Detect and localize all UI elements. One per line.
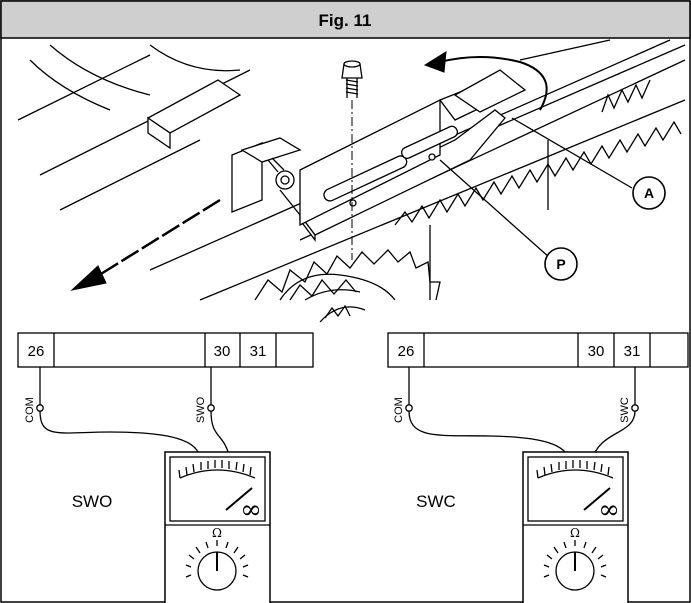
terminal-26: 26 xyxy=(398,343,415,360)
terminal-30: 30 xyxy=(588,343,605,360)
terminal-31: 31 xyxy=(250,343,267,360)
terminal-31: 31 xyxy=(624,343,641,360)
callout-p-label: P xyxy=(556,256,565,272)
wire-label-com: COM xyxy=(24,397,36,423)
ohm-symbol-swc: Ω xyxy=(570,526,580,540)
terminal-26: 26 xyxy=(28,343,45,360)
wire-label-swc: SWC xyxy=(619,397,631,423)
mechanical-drawing xyxy=(17,39,686,323)
wire-label-swo: SWO xyxy=(195,396,207,423)
ohm-symbol-swo: Ω xyxy=(212,526,222,540)
callout-a-circle xyxy=(632,176,666,210)
figure-title: Fig. 11 xyxy=(319,11,372,30)
figure-header xyxy=(0,0,691,39)
infinity-symbol-swc: ∞ xyxy=(598,495,620,525)
terminal-block-swc xyxy=(387,332,689,368)
circuit-swc: 26 30 31 COM SWC ∞ Ω xyxy=(387,332,689,603)
meter-label-swc: SWC xyxy=(416,492,456,511)
terminal-30: 30 xyxy=(214,343,231,360)
callout-a-label: A xyxy=(644,185,654,201)
meter-label-swo: SWO xyxy=(72,492,113,511)
wire-label-com: COM xyxy=(393,397,405,423)
callout-p-circle xyxy=(544,247,578,281)
circuit-swo: 26 30 31 COM SWO ∞ Ω xyxy=(17,332,314,603)
infinity-symbol-swo: ∞ xyxy=(240,495,262,525)
terminal-block-swo xyxy=(17,332,314,368)
